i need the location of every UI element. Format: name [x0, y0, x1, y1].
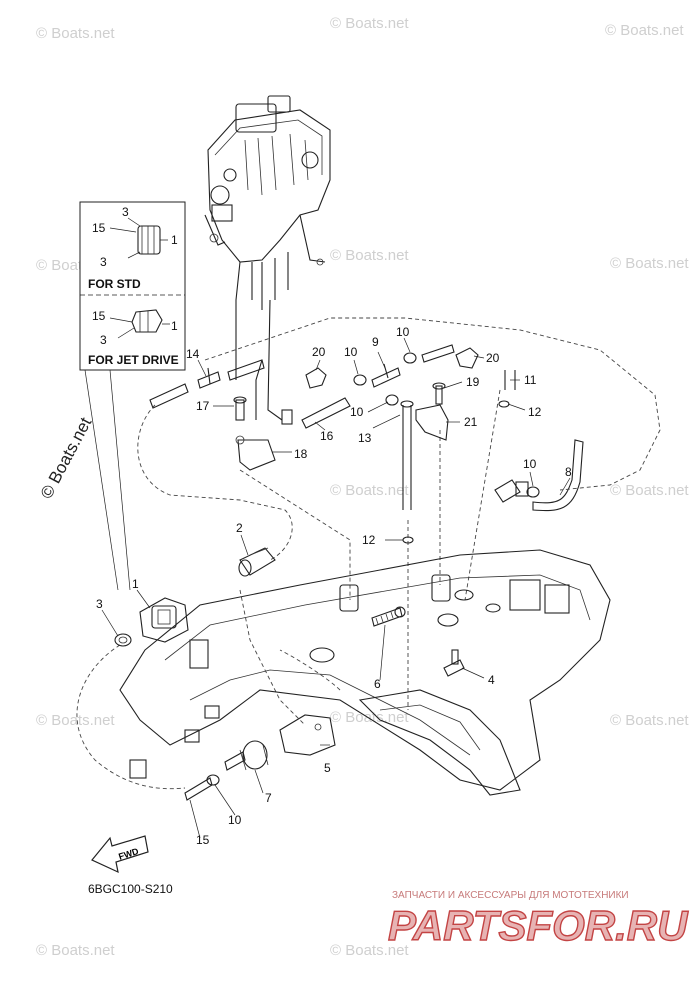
watermark: © Boats.net — [36, 942, 115, 959]
inset-callout: 15 — [92, 221, 106, 235]
watermark: © Boats.net — [330, 942, 409, 959]
callout-20: 20 — [486, 351, 500, 365]
callout-9: 9 — [372, 335, 379, 349]
watermark: © Boats.net — [36, 712, 115, 729]
shop-logo: PARTSFOR.RU — [388, 902, 689, 949]
callout-19: 19 — [466, 375, 480, 389]
callout-5: 5 — [324, 761, 331, 775]
watermark: © Boats.net — [330, 15, 409, 32]
variant-inset: 15 3 3 1 FOR STD 15 3 1 FOR JET DRIVE — [79, 201, 186, 371]
watermarks: © Boats.net © Boats.net © Boats.net © Bo… — [36, 15, 689, 959]
part-5-holder — [279, 714, 336, 756]
inset-callout: 1 — [171, 233, 178, 247]
callout-10: 10 — [228, 813, 242, 827]
callout-8: 8 — [565, 465, 572, 479]
part-9-joint — [371, 363, 401, 388]
part-14-joint — [197, 367, 221, 389]
part-4-screw — [443, 649, 465, 677]
inset-callout: 3 — [100, 333, 107, 347]
watermark: © Boats.net — [610, 712, 689, 729]
callout-17: 17 — [196, 399, 210, 413]
callout-10: 10 — [344, 345, 358, 359]
inset-std-label: FOR STD — [88, 277, 141, 291]
part-6-bolt — [371, 606, 406, 627]
callout-12: 12 — [362, 533, 376, 547]
callout-6: 6 — [374, 677, 381, 691]
inset-callout: 3 — [122, 205, 129, 219]
part-1-grommet — [139, 597, 189, 643]
part-21-bracket — [415, 404, 449, 441]
callout-15: 15 — [196, 833, 210, 847]
part-18-bracket — [235, 435, 276, 471]
watermark: © Boats.net — [330, 247, 409, 264]
leader-lines — [84, 337, 571, 839]
watermark: © Boats.net — [605, 22, 684, 39]
callout-12: 12 — [528, 405, 542, 419]
part-17-screw — [233, 396, 247, 421]
part-3-clip — [114, 633, 132, 647]
callout-10: 10 — [523, 457, 537, 471]
callout-2: 2 — [236, 521, 243, 535]
callout-10: 10 — [350, 405, 364, 419]
part-7-nut — [224, 740, 269, 771]
part-20-clamps — [305, 347, 479, 389]
callout-4: 4 — [488, 673, 495, 687]
watermark: © Boats.net — [610, 482, 689, 499]
inset-callout: 3 — [100, 255, 107, 269]
callouts: 1 2 3 4 5 6 7 8 9 10 10 10 10 10 11 12 1… — [96, 325, 572, 847]
watermark: © Boats.net — [330, 709, 409, 726]
fwd-arrow-icon: FWD — [91, 835, 149, 874]
watermark-diagonal: © Boats.net — [37, 414, 96, 502]
inset-jet-label: FOR JET DRIVE — [88, 353, 179, 367]
watermark: © Boats.net — [610, 255, 689, 272]
part-10-clips — [206, 352, 540, 786]
callout-21: 21 — [464, 415, 478, 429]
diagram-code: 6BGC100-S210 — [88, 882, 173, 896]
shop-watermark: ЗАПЧАСТИ И АКСЕССУАРЫ ДЛЯ МОТОТЕХНИКИ PA… — [387, 890, 690, 950]
inset-callout: 1 — [171, 319, 178, 333]
bottom-cowling — [119, 549, 611, 796]
watermark: © Boats.net — [330, 482, 409, 499]
callout-16: 16 — [320, 429, 334, 443]
part-2-grommet — [238, 547, 276, 577]
part-15-hose — [184, 777, 213, 801]
callout-10: 10 — [396, 325, 410, 339]
callout-11: 11 — [524, 373, 537, 387]
part-19-screw — [432, 382, 446, 405]
callout-7: 7 — [265, 791, 272, 805]
callout-1: 1 — [132, 577, 139, 591]
power-head — [204, 95, 331, 425]
callout-13: 13 — [358, 431, 372, 445]
callout-3: 3 — [96, 597, 103, 611]
callout-20: 20 — [312, 345, 326, 359]
callout-18: 18 — [294, 447, 308, 461]
callout-14: 14 — [186, 347, 200, 361]
watermark: © Boats.net — [36, 25, 115, 42]
shop-tagline: ЗАПЧАСТИ И АКСЕССУАРЫ ДЛЯ МОТОТЕХНИКИ — [392, 890, 629, 901]
inset-callout: 15 — [92, 309, 106, 323]
